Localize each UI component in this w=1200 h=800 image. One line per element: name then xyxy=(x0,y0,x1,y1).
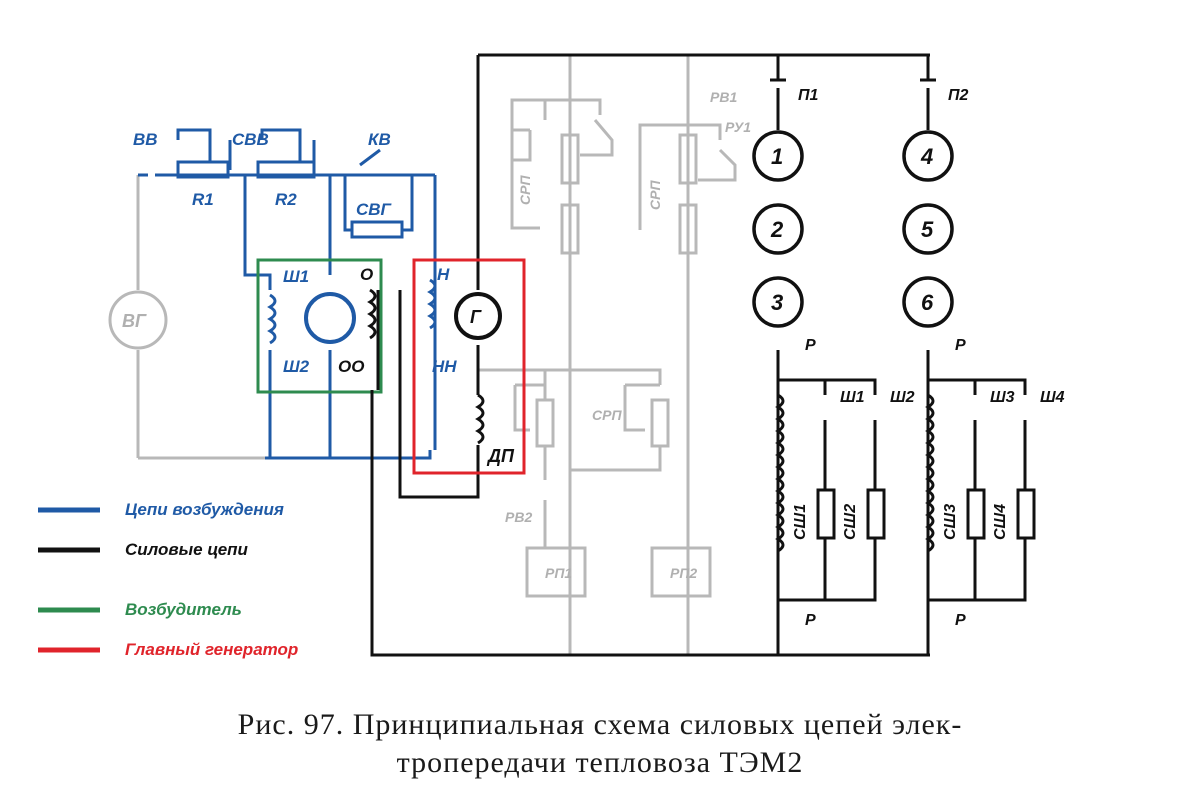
faded-control-circuits xyxy=(108,55,737,655)
excitation-labels: ВВ СВВ КВ R1 R2 СВГ Н НН xyxy=(133,130,457,376)
label-r-2: Р xyxy=(955,337,966,354)
label-m4: 4 xyxy=(920,144,933,169)
label-r-4: Р xyxy=(955,612,966,629)
label-r-3: Р xyxy=(805,612,816,629)
label-m2: 2 xyxy=(770,217,784,242)
generator-g xyxy=(454,292,502,340)
motor-5 xyxy=(902,203,954,255)
power-labels: П1 П2 Р Р Р Р Ш1 Ш2 Ш3 Ш4 СШ1 СШ2 СШ3 СШ… xyxy=(792,87,1065,629)
motor-4 xyxy=(902,130,954,182)
main-generator-block: Г ДП xyxy=(412,258,526,475)
motor-1 xyxy=(752,130,804,182)
label-b: В xyxy=(321,310,333,329)
faded-labels: ВГ СРП СРП СРП РВ2 РВ1 РУ1 РП1 РП2 xyxy=(122,89,751,581)
label-ru1: РУ1 xyxy=(725,119,751,135)
label-r2: R2 xyxy=(275,190,297,209)
label-svg: СВГ xyxy=(356,200,393,219)
label-sh1: Ш1 xyxy=(283,267,309,286)
label-n: Н xyxy=(437,265,450,284)
label-m6: 6 xyxy=(921,290,934,315)
legend: Цепи возбуждения Силовые цепи Возбудител… xyxy=(38,500,298,659)
motor-6 xyxy=(902,276,954,328)
label-vg: ВГ xyxy=(122,311,147,331)
label-svv: СВВ xyxy=(232,130,269,149)
figure-caption-line2: тропередачи тепловоза ТЭМ2 xyxy=(396,746,804,779)
label-rv2: РВ2 xyxy=(505,509,532,525)
label-rp1: РП1 xyxy=(545,565,572,581)
label-w2: Ш2 xyxy=(890,389,915,406)
exciter-block: Ш1 Ш2 В О ОО xyxy=(256,258,383,394)
label-w1: Ш1 xyxy=(840,389,865,406)
label-p2: П2 xyxy=(948,87,969,104)
label-r1: R1 xyxy=(192,190,214,209)
motor-2 xyxy=(752,203,804,255)
label-rp2: РП2 xyxy=(670,565,697,581)
label-srp-2: СРП xyxy=(647,180,663,210)
label-srp-3: СРП xyxy=(592,407,622,423)
traction-motors xyxy=(752,130,954,328)
label-m3: 3 xyxy=(771,290,783,315)
excitation-circuits xyxy=(138,128,437,460)
power-circuits xyxy=(370,53,1036,657)
legend-label-generator: Главный генератор xyxy=(125,640,298,659)
label-g: Г xyxy=(470,307,482,327)
label-m1: 1 xyxy=(771,144,783,169)
label-vv: ВВ xyxy=(133,130,158,149)
label-ssh2: СШ2 xyxy=(842,504,859,540)
label-ssh4: СШ4 xyxy=(992,504,1009,540)
label-kv: КВ xyxy=(368,130,391,149)
label-r-1: Р xyxy=(805,337,816,354)
legend-label-exciter: Возбудитель xyxy=(125,600,242,619)
label-nn: НН xyxy=(432,357,457,376)
resistor-svg xyxy=(350,220,404,239)
legend-label-excitation: Цепи возбуждения xyxy=(125,500,284,519)
label-oo: ОО xyxy=(338,357,364,376)
legend-label-power: Силовые цепи xyxy=(125,540,249,559)
label-rv1: РВ1 xyxy=(710,89,737,105)
motor-labels: 1 2 3 4 5 6 xyxy=(770,144,934,315)
label-sh2: Ш2 xyxy=(283,357,310,376)
resistor-r1 xyxy=(176,160,230,179)
figure-caption-line1: Рис. 97. Принципиальная схема силовых це… xyxy=(237,708,963,741)
exciter-machine-b xyxy=(304,292,356,344)
label-w3: Ш3 xyxy=(990,389,1015,406)
label-srp-1: СРП xyxy=(517,175,533,205)
label-p1: П1 xyxy=(798,87,819,104)
label-ssh1: СШ1 xyxy=(792,504,809,540)
label-ssh3: СШ3 xyxy=(942,504,959,540)
label-dp: ДП xyxy=(486,446,515,466)
label-o: О xyxy=(360,265,373,284)
motor-3 xyxy=(752,276,804,328)
label-w4: Ш4 xyxy=(1040,389,1065,406)
label-m5: 5 xyxy=(921,217,934,242)
